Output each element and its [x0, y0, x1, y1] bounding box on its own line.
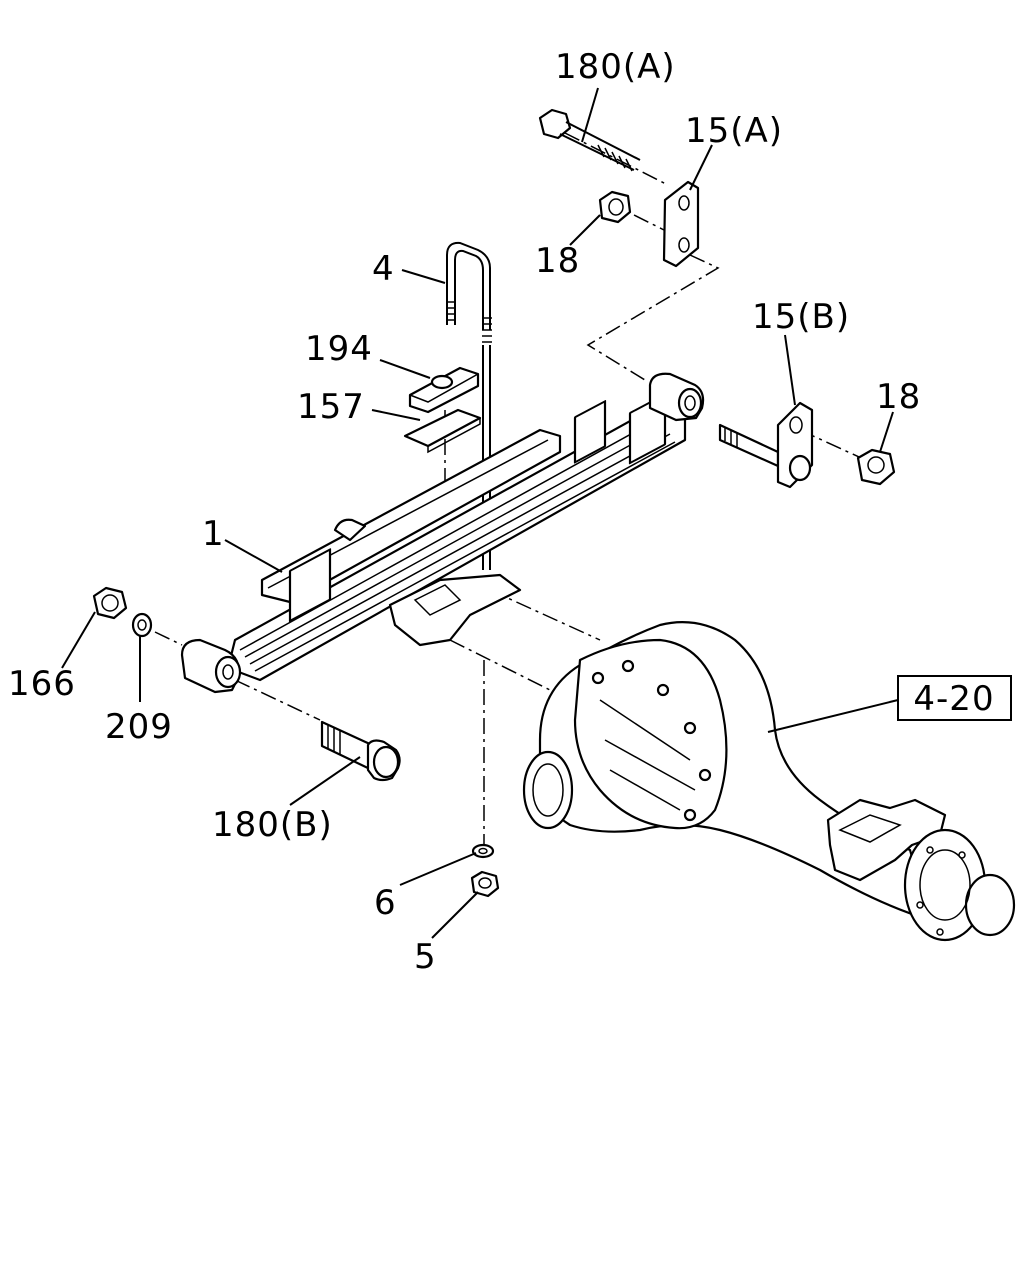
axle-housing-part	[388, 573, 1016, 942]
nut-5-part	[470, 870, 500, 898]
callout-180b: 180(B)	[212, 805, 333, 845]
reference-box-label[interactable]: 4-20	[913, 679, 994, 719]
callout-166: 166	[8, 664, 76, 704]
bracket-194-part	[408, 366, 480, 414]
callout-1: 1	[202, 514, 225, 554]
leader-lines	[61, 87, 899, 939]
bolt-180a-part	[538, 108, 641, 172]
washer-209-part	[131, 612, 153, 638]
bolt-180b-part	[320, 720, 401, 782]
nut-18-upper-part	[598, 190, 632, 224]
nut-18-right-part	[856, 448, 896, 486]
callout-209: 209	[105, 707, 173, 747]
callout-180a: 180(A)	[555, 47, 676, 87]
reference-box-frame	[897, 675, 1012, 721]
callout-5: 5	[414, 937, 437, 977]
nut-166-part	[92, 586, 128, 620]
callout-4: 4	[372, 249, 395, 289]
washer-6-part	[471, 843, 495, 859]
callout-6: 6	[374, 883, 397, 923]
callout-18-right: 18	[876, 377, 921, 417]
cover-bolts	[591, 659, 712, 822]
callout-157: 157	[297, 387, 365, 427]
leaf-spring-1-part	[180, 372, 705, 694]
callout-15b: 15(B)	[752, 297, 850, 337]
shackle-15a-part	[662, 180, 700, 268]
shackle-15b-part	[718, 401, 814, 489]
callout-15a: 15(A)	[685, 111, 783, 151]
callout-194: 194	[305, 329, 373, 369]
callout-18-upper: 18	[535, 241, 580, 281]
